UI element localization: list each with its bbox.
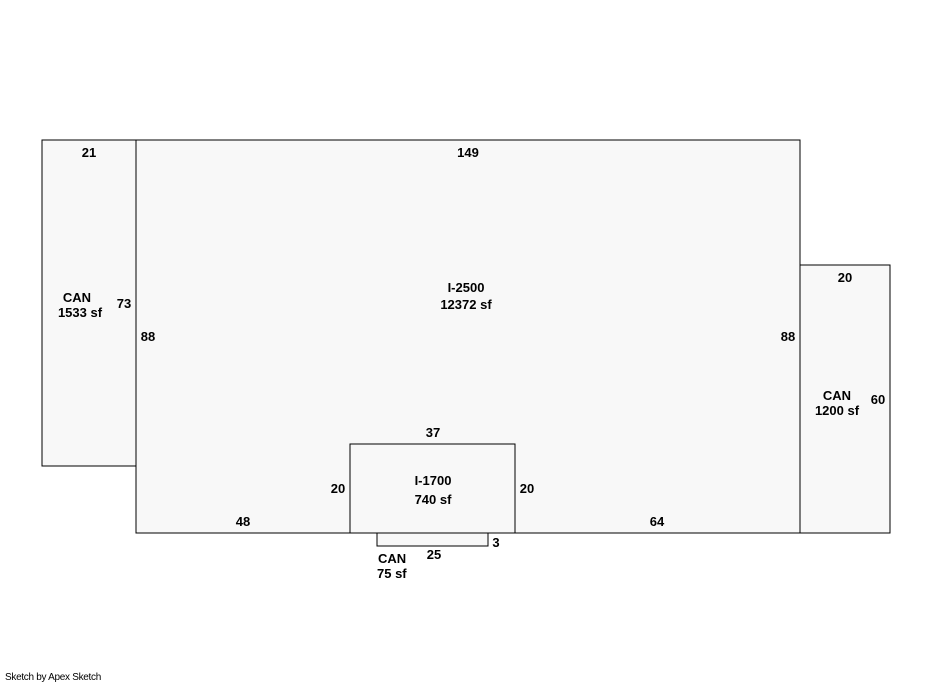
can-left-area (41, 139, 137, 467)
main-size: 12372 sf (440, 297, 492, 312)
inner-area (349, 443, 516, 534)
dim-main-bottom-right: 64 (650, 514, 665, 529)
can-right-area (799, 264, 891, 534)
dim-inner-right: 20 (520, 481, 534, 496)
dim-inner-left: 20 (331, 481, 345, 496)
dim-can-small-side: 3 (492, 535, 499, 550)
dim-can-right-top: 20 (838, 270, 852, 285)
can-left-code: CAN (63, 290, 91, 305)
dim-can-left-top: 21 (82, 145, 96, 160)
dim-can-small-bottom: 25 (427, 547, 441, 562)
can-small-size: 75 sf (377, 566, 407, 581)
dim-main-left: 88 (141, 329, 155, 344)
inner-size: 740 sf (415, 492, 453, 507)
dim-can-left-side: 73 (117, 296, 131, 311)
dim-inner-top: 37 (426, 425, 440, 440)
dim-can-right-side: 60 (871, 392, 885, 407)
can-right-code: CAN (823, 388, 851, 403)
dim-main-bottom-left: 48 (236, 514, 250, 529)
can-small-code: CAN (378, 551, 406, 566)
dim-main-right: 88 (781, 329, 795, 344)
dim-main-top: 149 (457, 145, 479, 160)
inner-code: I-1700 (415, 473, 452, 488)
sketch-credit: Sketch by Apex Sketch (5, 672, 101, 683)
can-left-size: 1533 sf (58, 305, 103, 320)
main-code: I-2500 (448, 280, 485, 295)
can-right-size: 1200 sf (815, 403, 860, 418)
can-small-area (376, 532, 489, 547)
